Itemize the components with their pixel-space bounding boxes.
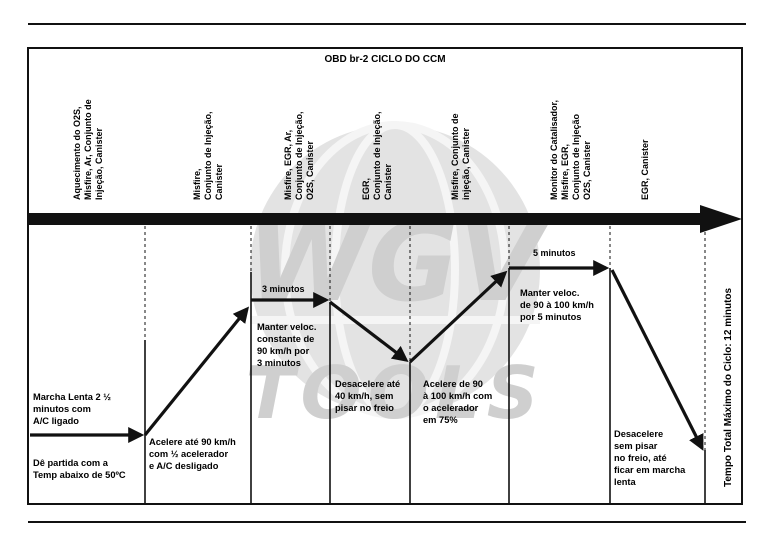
monitor-label-5: Misfire, Conjunto de injeção, Canister [450, 111, 471, 200]
duration-5-minutos: 5 minutos [533, 248, 576, 258]
monitor-label-1: Aquecimento do O2S, Misfire, Ar, Conjunt… [72, 97, 104, 200]
diagram-title: OBD br-2 CICLO DO CCM [324, 54, 445, 65]
instruction-desacelere-final: Desacelere sem pisar no freio, até ficar… [614, 429, 688, 487]
monitor-label-3: Misfire, EGR, Ar, Conjunto de Injeção, O… [283, 109, 315, 200]
monitor-labels: Aquecimento do O2S, Misfire, Ar, Conjunt… [72, 97, 650, 200]
watermark-tools-text: TOOLS [245, 351, 544, 435]
speed-profile [30, 260, 704, 451]
duration-3-minutos: 3 minutos [262, 284, 305, 294]
monitor-label-6: Monitor do Catalisador, Misfire, EGR, Co… [549, 97, 592, 200]
monitor-label-4: EGR, Conjunto de Injeção, Canister [361, 109, 393, 200]
instruction-manter-90: Manter veloc. constante de 90 km/h por 3… [257, 322, 319, 368]
watermark-globe [250, 125, 540, 415]
top-rule [28, 23, 746, 25]
dashed-connectors [144, 226, 706, 450]
monitor-label-2: Misfire, Conjunto de Injeção, Canister [192, 109, 224, 200]
diagram-frame [27, 47, 743, 505]
total-cycle-time: Tempo Total Máximo do Ciclo: 12 minutos [723, 287, 734, 487]
instruction-acelere-90: Acelere até 90 km/h com ½ acelerador e A… [149, 437, 238, 471]
bottom-rule [28, 521, 746, 523]
instruction-partida: Dê partida com a Temp abaixo de 50ºC [33, 458, 126, 480]
instruction-marcha-lenta: Marcha Lenta 2 ½ minutos com A/C ligado [33, 392, 114, 426]
instruction-desacelere-40: Desacelere até 40 km/h, sem pisar no fre… [335, 379, 403, 413]
accelerate-90-100-segment-arrow [408, 270, 508, 364]
monitor-label-7: EGR, Canister [640, 139, 650, 200]
instruction-acelere-90-100: Acelere de 90 à 100 km/h com o acelerado… [423, 379, 495, 425]
timeline-arrow [29, 205, 742, 233]
final-decelerate-segment-arrow [610, 269, 704, 451]
accelerate-segment-arrow [143, 306, 250, 437]
phase-dividers [144, 268, 706, 503]
decelerate-segment-arrow [329, 300, 409, 362]
instruction-manter-90-100: Manter veloc. de 90 à 100 km/h por 5 min… [520, 288, 597, 322]
watermark: WGV TOOLS [245, 121, 551, 435]
